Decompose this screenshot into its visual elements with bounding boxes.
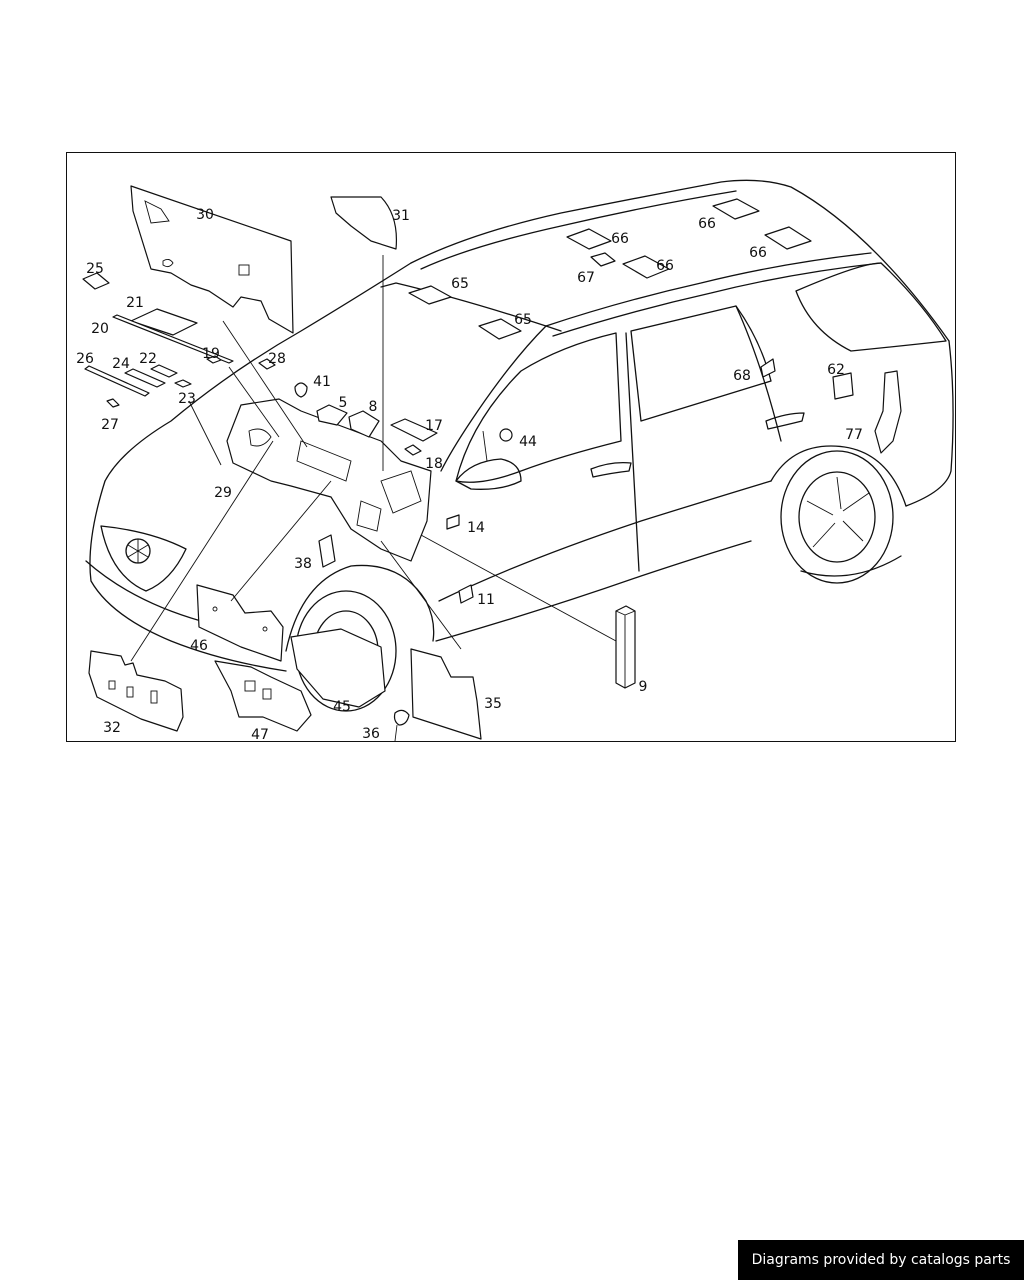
callout-19: 19 [202,346,220,362]
callout-67: 67 [577,270,595,286]
callout-17: 17 [425,418,443,434]
callout-11: 11 [477,592,495,608]
callout-66: 66 [698,216,716,232]
callout-45: 45 [333,699,351,715]
callout-46: 46 [190,638,208,654]
firewall-insulation-panels [82,185,398,408]
callout-18: 18 [425,456,443,472]
callout-22: 22 [139,351,157,367]
callout-35: 35 [484,696,502,712]
callout-77: 77 [845,427,863,443]
callout-5: 5 [339,395,348,411]
callout-29: 29 [214,485,232,501]
callout-36: 36 [362,726,380,741]
callout-20: 20 [91,321,109,337]
callout-68: 68 [733,368,751,384]
callout-23: 23 [178,391,196,407]
vehicle-body-outline [85,179,954,712]
footer-credit: Diagrams provided by catalogs parts [738,1240,1024,1280]
callout-30: 30 [196,207,214,223]
leader-lines [130,255,617,662]
roof-insulation-pads [408,198,812,340]
callout-24: 24 [112,356,130,372]
callout-25: 25 [86,261,104,277]
callout-28: 28 [268,351,286,367]
callout-65: 65 [451,276,469,292]
side-insulation-parts [446,358,902,689]
callout-41: 41 [313,374,331,390]
lower-insulation-panels [88,534,482,741]
callout-66: 66 [611,231,629,247]
callout-9: 9 [639,679,648,695]
callout-26: 26 [76,351,94,367]
vehicle-insulation-exploded-diagram: 30 31 25 21 20 28 26 24 22 19 23 27 41 5 8 17 18 29 65 65 67… [76,179,954,741]
callout-65: 65 [514,312,532,328]
callout-14: 14 [467,520,485,536]
callout-8: 8 [369,399,378,415]
callout-31: 31 [392,208,410,224]
callout-21: 21 [126,295,144,311]
firewall-assembly [226,382,438,562]
callout-66: 66 [749,245,767,261]
callout-labels: 30 31 25 21 20 28 26 24 22 19 23 27 41 5 8 17 18 29 65 65 67… [76,207,863,741]
callout-47: 47 [251,727,269,741]
callout-66: 66 [656,258,674,274]
callout-38: 38 [294,556,312,572]
callout-44: 44 [519,434,537,450]
callout-27: 27 [101,417,119,433]
callout-62: 62 [827,362,845,378]
parts-diagram-frame: 30 31 25 21 20 28 26 24 22 19 23 27 41 5 8 17 18 29 65 65 67… [66,152,956,742]
callout-32: 32 [103,720,121,736]
